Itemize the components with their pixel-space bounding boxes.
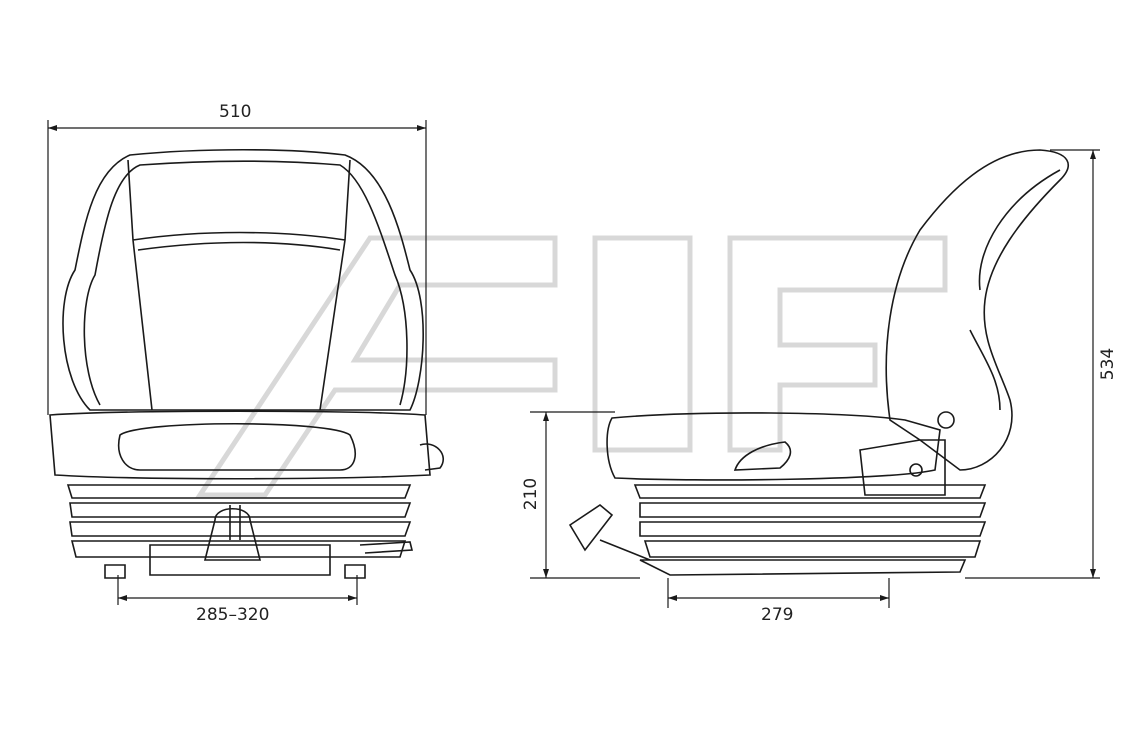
front-view-seat — [49, 148, 444, 579]
dimension-front-width: 510 — [219, 102, 252, 122]
dimension-seat-height: 210 — [521, 477, 542, 511]
watermark-logo — [195, 235, 948, 498]
side-view-seat — [568, 149, 1069, 576]
dimension-mount-depth: 279 — [761, 605, 794, 625]
dimension-total-height: 534 — [1098, 347, 1119, 381]
dimension-front-mount-width: 285–320 — [196, 605, 270, 625]
dimension-lines — [47, 120, 1100, 608]
